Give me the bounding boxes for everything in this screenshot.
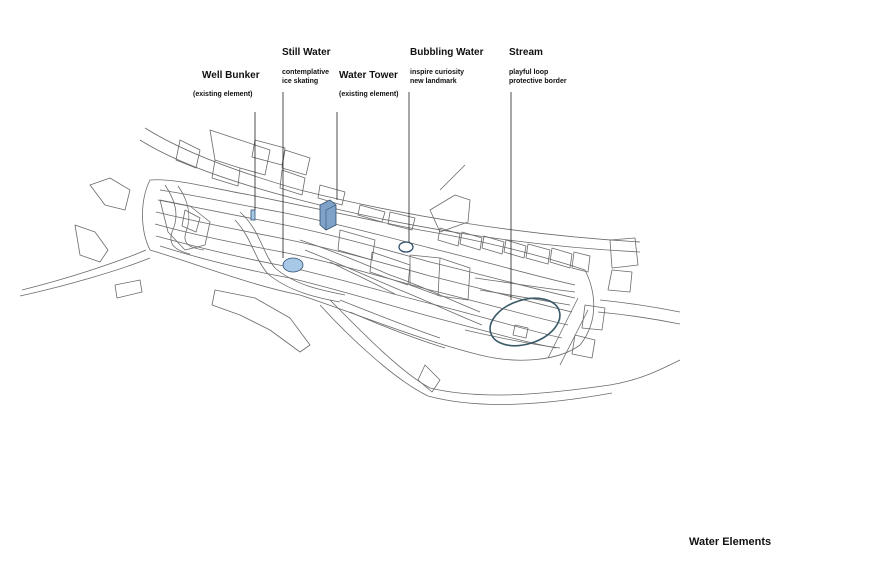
building — [74, 224, 109, 263]
building — [549, 247, 573, 269]
building — [159, 199, 211, 251]
contour — [159, 245, 557, 349]
building — [337, 229, 376, 261]
building — [525, 243, 551, 265]
contour — [329, 261, 396, 295]
building — [251, 139, 286, 166]
building — [211, 159, 241, 187]
well-bunker-note: (existing element) — [193, 91, 253, 98]
stream-note-2: protective border — [509, 78, 567, 85]
still-water-note-2: ice skating — [282, 78, 319, 85]
stream-note-1: playful loop — [509, 69, 549, 76]
building — [357, 204, 386, 223]
still-water-pond — [282, 257, 304, 273]
water-tower-model — [319, 199, 337, 231]
contour — [234, 219, 341, 303]
park-boundary — [142, 179, 595, 361]
building — [417, 364, 441, 393]
road-south-east-2 — [319, 304, 613, 405]
contour — [304, 249, 483, 326]
road-east-2 — [597, 311, 681, 325]
stream-loop — [489, 297, 561, 347]
contour — [159, 189, 576, 286]
road-south — [19, 257, 151, 297]
contour — [154, 223, 569, 326]
building — [581, 304, 606, 331]
contour — [155, 211, 573, 313]
contour — [479, 289, 571, 306]
bubbling-water-ring — [398, 241, 414, 253]
building — [607, 269, 633, 293]
building — [387, 211, 416, 231]
building — [369, 251, 411, 286]
stream-title: Stream — [509, 47, 543, 58]
road-south-east — [329, 299, 681, 396]
building — [571, 334, 596, 359]
contour — [474, 277, 576, 293]
contour — [164, 184, 191, 255]
bubbling-water-title: Bubbling Water — [410, 47, 484, 58]
well-bunker-marker — [250, 209, 256, 221]
road-south-2 — [21, 249, 147, 291]
still-water-note-1: contemplative — [282, 69, 330, 76]
page-title: Water Elements — [689, 536, 772, 548]
contour — [155, 235, 563, 339]
building — [114, 279, 143, 299]
building — [503, 239, 527, 259]
water-elements — [250, 199, 561, 347]
contour — [157, 199, 576, 299]
building — [512, 324, 529, 339]
water-tower-title: Water Tower — [339, 70, 398, 81]
still-water-title: Still Water — [282, 47, 331, 58]
building — [437, 257, 441, 297]
bubbling-water-note-2: new landmark — [410, 78, 457, 85]
road-north — [144, 127, 641, 243]
building — [279, 169, 306, 196]
contour — [349, 311, 446, 349]
contour — [464, 329, 561, 349]
contour — [339, 299, 441, 339]
building — [571, 251, 591, 273]
building — [609, 237, 639, 269]
road-diag-3 — [547, 297, 579, 359]
building — [211, 289, 311, 353]
road-east — [599, 299, 681, 313]
building — [429, 194, 471, 233]
leader-lines — [254, 92, 512, 300]
well-bunker-title: Well Bunker — [202, 70, 260, 81]
building — [459, 231, 483, 251]
building — [175, 139, 201, 169]
building — [437, 227, 461, 247]
building — [181, 209, 201, 233]
contour — [239, 211, 346, 296]
road-north-2 — [139, 139, 641, 253]
road-diag-1 — [439, 164, 466, 191]
bubbling-water-note-1: inspire curiosity — [410, 69, 465, 76]
contour — [299, 239, 481, 313]
building — [481, 235, 505, 255]
building — [89, 177, 131, 211]
water-tower-note: (existing element) — [339, 91, 399, 98]
